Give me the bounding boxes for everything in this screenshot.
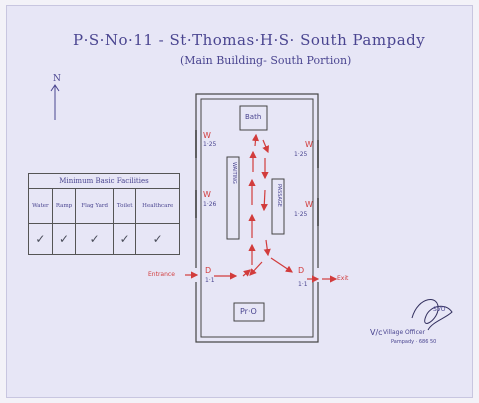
queue-left-label: WAITING [231, 162, 237, 184]
movement-arrows [185, 133, 338, 283]
door-number: 1·1 [205, 277, 215, 284]
presiding-officer-label: Pr·O [240, 307, 257, 316]
window-label: W [203, 190, 211, 199]
queue-box-right [271, 178, 285, 235]
entrance-label: Entrance [148, 271, 175, 278]
village-location: Pampady · 686 50 [391, 339, 437, 345]
window-number: 1·25 [294, 151, 308, 158]
door-label: D [298, 266, 305, 275]
north-arrow-icon [50, 84, 60, 120]
diagram-title: P·S·No·11 - St·Thomas·H·S· South Pampady [73, 31, 426, 49]
building-inner-wall [200, 98, 314, 338]
check-icon: ✓ [135, 223, 180, 255]
facility-healthcare: Healthcare [135, 188, 180, 224]
check-icon: ✓ [112, 223, 137, 255]
check-icon: ✓ [51, 223, 77, 255]
window-number: 1·25 [203, 141, 217, 148]
exit-label: Exit [337, 275, 349, 282]
facility-ramp: Ramp [51, 188, 77, 224]
signature-initials: SVO [433, 306, 446, 313]
facility-flag-yard: Flag Yard [75, 188, 114, 224]
building-outer-wall [195, 93, 319, 343]
window-label: W [305, 200, 313, 209]
window-number: 1·26 [203, 201, 217, 208]
signature-scribble [411, 299, 453, 331]
window-label: W [203, 131, 211, 140]
facilities-table: Minimum Basic Facilities Water Ramp Flag… [28, 173, 180, 255]
door-number: 1·1 [298, 281, 308, 288]
door-label: D [205, 266, 212, 275]
north-label: N [53, 74, 61, 84]
diagram-subtitle: (Main Building- South Portion) [180, 54, 352, 67]
queue-box-left [226, 156, 240, 240]
vc-mark: V/c [370, 328, 383, 337]
presiding-officer-room [233, 302, 265, 322]
window-number: 1·25 [294, 211, 308, 218]
queue-right-label: PASSAGE [276, 184, 282, 207]
village-officer-label: Village Officer [383, 329, 426, 336]
window-marks [195, 130, 319, 226]
window-label: W [305, 140, 313, 149]
check-icon: ✓ [28, 223, 53, 255]
bath-room [239, 105, 268, 131]
bath-label: Bath [245, 113, 262, 121]
check-icon: ✓ [75, 223, 114, 255]
